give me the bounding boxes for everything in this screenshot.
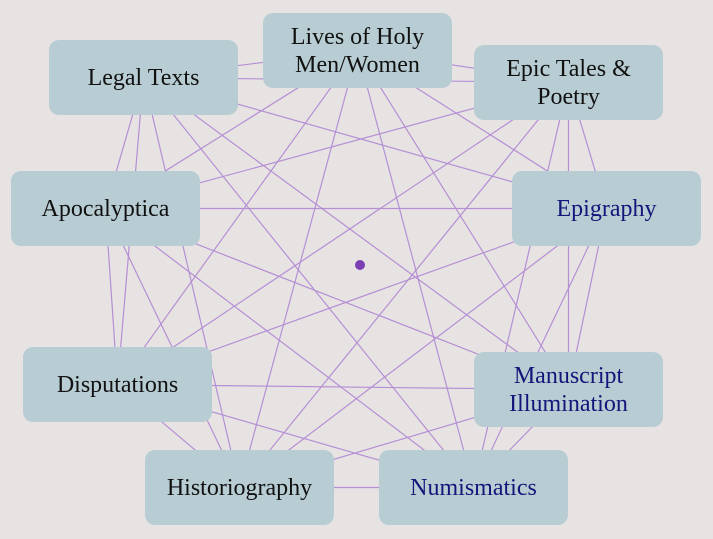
node-label: Historiography [166,474,313,501]
node-label: Apocalyptica [41,195,170,222]
node-legal-texts: Legal Texts [49,40,238,115]
node-apocalyptica: Apocalyptica [11,171,200,246]
connection-line [472,208,608,488]
node-disputations: Disputations [23,347,212,422]
connection-line [238,50,359,488]
connection-line [142,77,241,488]
node-label: Manuscript Illumination [509,362,628,417]
node-label: Epigraphy [556,195,657,222]
node-label: Lives of Holy Men/Women [290,23,425,78]
node-label: Epic Tales & Poetry [506,55,631,110]
connection-line [143,77,474,488]
node-label: Numismatics [410,474,537,501]
node-epigraphy: Epigraphy [512,171,701,246]
node-label: Legal Texts [87,64,200,91]
node-epic-tales-poetry: Epic Tales & Poetry [474,45,663,120]
node-lives-of-holy-men-women: Lives of Holy Men/Women [263,13,452,88]
node-label: Disputations [56,371,179,398]
node-historiography: Historiography [145,450,334,525]
node-manuscript-illumination: Manuscript Illumination [474,352,663,427]
connection-line [356,50,475,488]
connection-line [117,82,569,385]
connection-line [356,50,570,390]
node-numismatics: Numismatics [379,450,568,525]
connection-line [105,208,474,488]
connection-line [239,208,607,488]
connection-line [239,82,569,488]
connection-line [117,50,358,385]
center-hub-dot [355,260,365,270]
connection-line [143,77,569,390]
